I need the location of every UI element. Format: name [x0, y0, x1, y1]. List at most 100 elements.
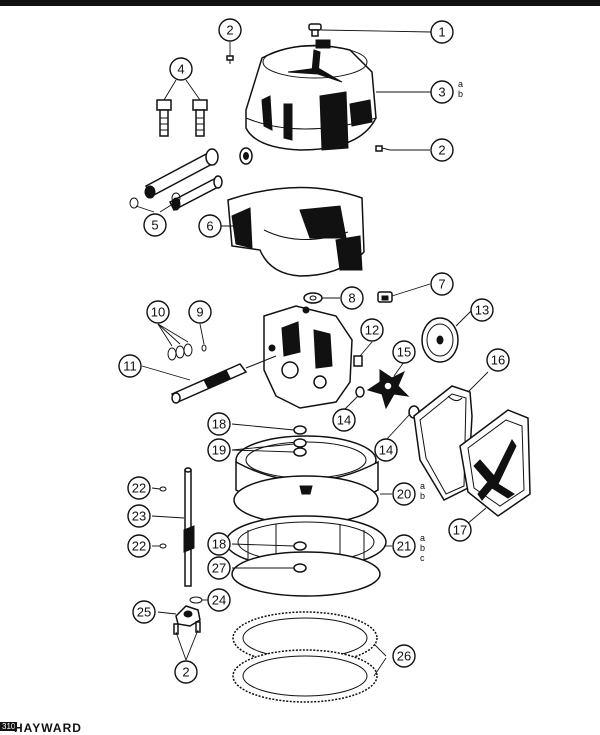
callout-number: 2	[182, 665, 189, 680]
callout-c9: 9	[188, 300, 212, 324]
callout-circle	[143, 213, 167, 237]
callout-number: 9	[196, 305, 203, 320]
part-small-ring-22-top	[159, 486, 167, 492]
callout-circle	[332, 408, 356, 432]
callout-circle	[448, 518, 472, 542]
callout-number: 12	[365, 323, 379, 338]
callout-circle	[118, 354, 142, 378]
part-pipe-fittings	[129, 148, 223, 212]
callout-circle	[392, 534, 416, 558]
part-nut-14-left	[355, 386, 365, 398]
part-main-bowl	[233, 435, 379, 525]
part-pulley-13	[421, 317, 459, 363]
callout-number: 5	[151, 218, 158, 233]
callout-number: 8	[348, 291, 355, 306]
callout-number: 14	[337, 413, 351, 428]
callout-circle	[146, 300, 170, 324]
callout-c1: 1	[430, 20, 454, 44]
callout-circle	[430, 80, 454, 104]
part-valve-cover	[245, 39, 377, 151]
callout-number: 25	[137, 605, 151, 620]
callout-circle	[207, 412, 231, 436]
callout-c3: 3ab	[430, 79, 463, 104]
part-washer-8	[303, 292, 323, 304]
part-o-rings	[167, 343, 207, 361]
callout-circle	[198, 214, 222, 238]
callout-circle	[207, 556, 231, 580]
footer-brand-logo: HAYWARD	[14, 721, 82, 735]
callout-circle	[340, 286, 364, 310]
callout-number: 18	[212, 537, 226, 552]
callout-c18b: 18	[207, 532, 231, 556]
callout-circle	[188, 300, 212, 324]
callout-circle	[430, 20, 454, 44]
part-nut-25	[173, 605, 201, 635]
callout-c23: 23	[127, 504, 151, 528]
part-washers-18-19	[293, 425, 307, 457]
callout-variant-letter: b	[458, 89, 463, 99]
part-screw-shaft-23	[183, 467, 195, 587]
top-border-bar	[0, 0, 600, 6]
callout-circle	[392, 644, 416, 668]
callout-number: 21	[397, 539, 411, 554]
callout-number: 23	[132, 509, 146, 524]
callout-circle	[169, 57, 193, 81]
callout-variant-letter: b	[420, 543, 425, 553]
callout-number: 2	[226, 23, 233, 38]
callout-c18a: 18	[207, 412, 231, 436]
callout-number: 19	[212, 443, 226, 458]
callout-circle	[174, 660, 198, 684]
callout-number: 26	[397, 649, 411, 664]
callout-circle	[430, 138, 454, 162]
callout-circle	[392, 340, 416, 364]
callout-number: 11	[123, 359, 137, 374]
callout-c2a: 2	[218, 18, 242, 42]
callout-circle	[132, 600, 156, 624]
callout-c2b: 2	[430, 138, 454, 162]
part-large-gaskets-26	[232, 611, 378, 703]
callout-number: 10	[151, 305, 165, 320]
callout-number: 24	[212, 593, 226, 608]
callout-c13: 13	[470, 298, 494, 322]
callout-c19: 19	[207, 438, 231, 462]
callout-c11: 11	[118, 354, 142, 378]
callout-circle	[207, 438, 231, 462]
callout-c24: 24	[207, 588, 231, 612]
callout-number: 22	[132, 539, 146, 554]
callout-c16: 16	[486, 348, 510, 372]
callout-c12: 12	[360, 318, 384, 342]
callout-number: 3	[438, 85, 445, 100]
leader-lines	[135, 29, 489, 677]
part-small-ring-22-bottom	[159, 543, 167, 549]
callout-c6: 6	[198, 214, 222, 238]
callout-number: 27	[212, 561, 226, 576]
callout-c17: 17	[448, 518, 472, 542]
callout-number: 13	[475, 303, 489, 318]
callout-c7: 7	[430, 272, 454, 296]
callout-number: 7	[438, 277, 445, 292]
callout-c8: 8	[340, 286, 364, 310]
callout-number: 15	[397, 345, 411, 360]
callout-circle	[360, 318, 384, 342]
part-o-ring-24	[189, 596, 203, 604]
callout-c14b: 14	[374, 438, 398, 462]
callout-number: 2	[438, 143, 445, 158]
callout-c4: 4	[169, 57, 193, 81]
callout-circle	[127, 534, 151, 558]
callout-c22a: 22	[127, 476, 151, 500]
part-nut-near-cover	[239, 147, 253, 165]
callout-c14a: 14	[332, 408, 356, 432]
part-small-screw-top	[226, 55, 234, 64]
callout-c25: 25	[132, 600, 156, 624]
callout-number: 16	[491, 353, 505, 368]
callout-variant-letter: a	[420, 533, 425, 543]
callout-variant-letter: b	[420, 491, 425, 501]
callout-number: 18	[212, 417, 226, 432]
callout-circle	[127, 476, 151, 500]
callout-circle	[486, 348, 510, 372]
callout-number: 17	[453, 523, 467, 538]
callout-number: 6	[206, 219, 213, 234]
part-cover-plate-17	[459, 409, 531, 517]
